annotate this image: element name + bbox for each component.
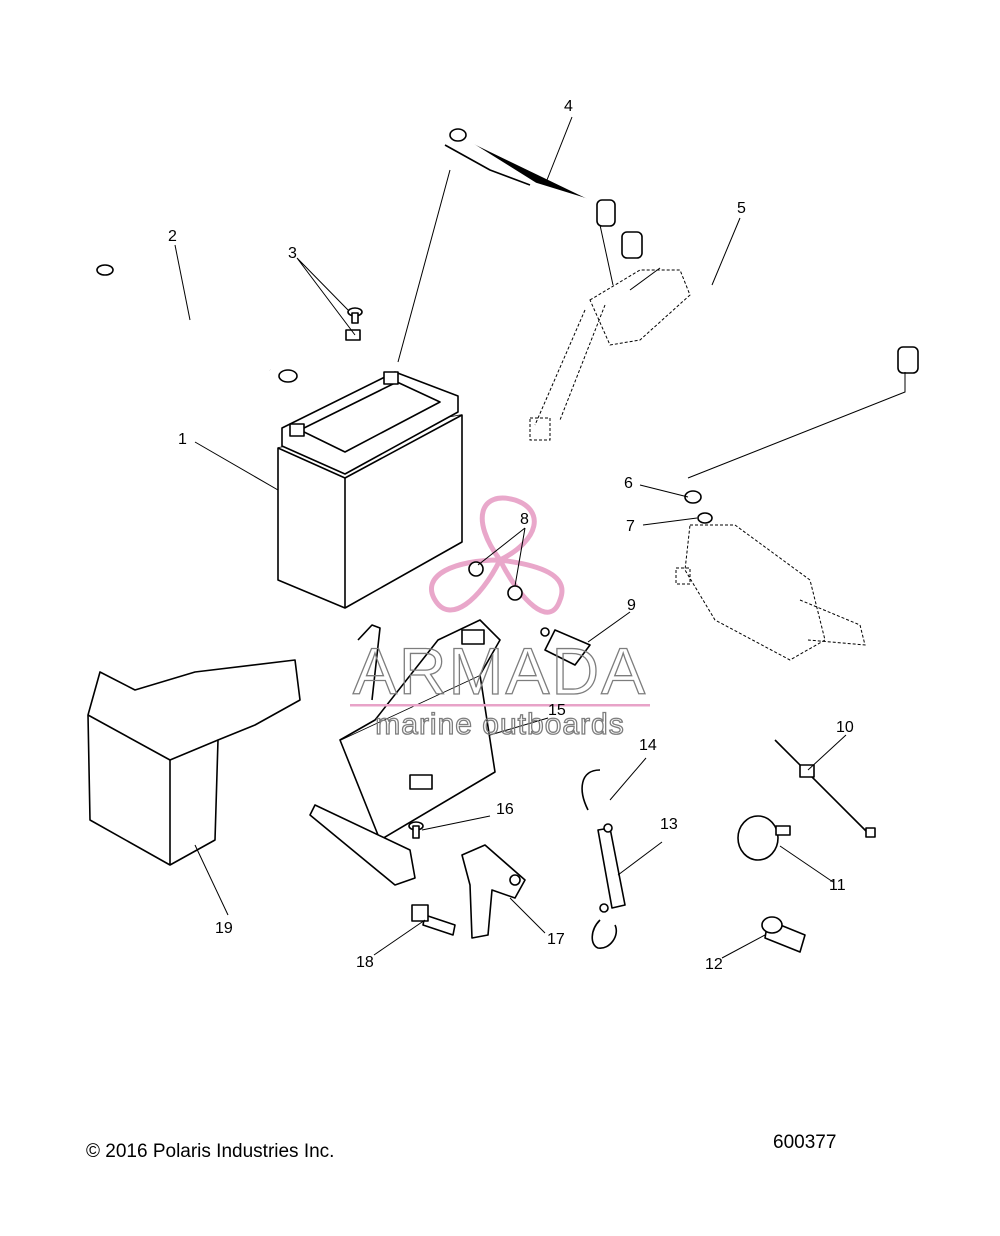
- battery-tray: [309, 619, 501, 886]
- callout-19: 19: [215, 920, 233, 937]
- callout-2: 2: [168, 228, 177, 245]
- leader-lines: [174, 116, 906, 959]
- callout-15: 15: [548, 702, 566, 719]
- callout-labels: 1 2 3 4 5 6 7 8 9 10 11 12 13 14 15 16 1…: [168, 98, 854, 973]
- callout-18: 18: [356, 954, 374, 971]
- solenoid-cable: [444, 128, 616, 227]
- solenoid-reference: [529, 269, 691, 441]
- copyright-text: © 2016 Polaris Industries Inc.: [86, 1141, 335, 1162]
- cable-tie: [737, 815, 791, 861]
- watermark-tagline: marine outboards: [375, 708, 624, 741]
- battery: [277, 371, 463, 609]
- battery-cover: [87, 659, 301, 866]
- callout-6: 6: [624, 475, 633, 492]
- callout-14: 14: [639, 737, 657, 754]
- callout-7: 7: [626, 518, 635, 535]
- watermark: ARMADA marine outboards: [350, 633, 650, 742]
- flange-nuts: [468, 561, 523, 601]
- callout-12: 12: [705, 956, 723, 973]
- terminal-bolt-nut: [345, 307, 363, 341]
- watermark-underline: [350, 704, 650, 707]
- battery-strap: [581, 769, 626, 949]
- battery-cable: [96, 264, 298, 383]
- bracket: [461, 844, 526, 939]
- watermark-brand: ARMADA: [353, 634, 647, 708]
- callout-8: 8: [520, 511, 529, 528]
- callout-4: 4: [564, 98, 573, 115]
- callout-5: 5: [737, 200, 746, 217]
- terminal-boot: [761, 916, 806, 953]
- nut-washer: [684, 490, 713, 524]
- starter-motor-reference: [675, 524, 866, 661]
- fuse-holder: [540, 627, 591, 666]
- callout-11: 11: [829, 877, 846, 894]
- callout-9: 9: [627, 597, 636, 614]
- callout-10: 10: [836, 719, 854, 736]
- diagram-code: 600377: [773, 1132, 837, 1153]
- callout-3: 3: [288, 245, 297, 262]
- callout-13: 13: [660, 816, 678, 833]
- tray-bolt: [408, 821, 424, 839]
- callout-16: 16: [496, 801, 514, 818]
- callout-17: 17: [547, 931, 565, 948]
- callout-1: 1: [178, 431, 187, 448]
- cable-tie-clip: [774, 739, 876, 838]
- bracket-bolt: [411, 904, 456, 936]
- starter-cable: [621, 231, 919, 374]
